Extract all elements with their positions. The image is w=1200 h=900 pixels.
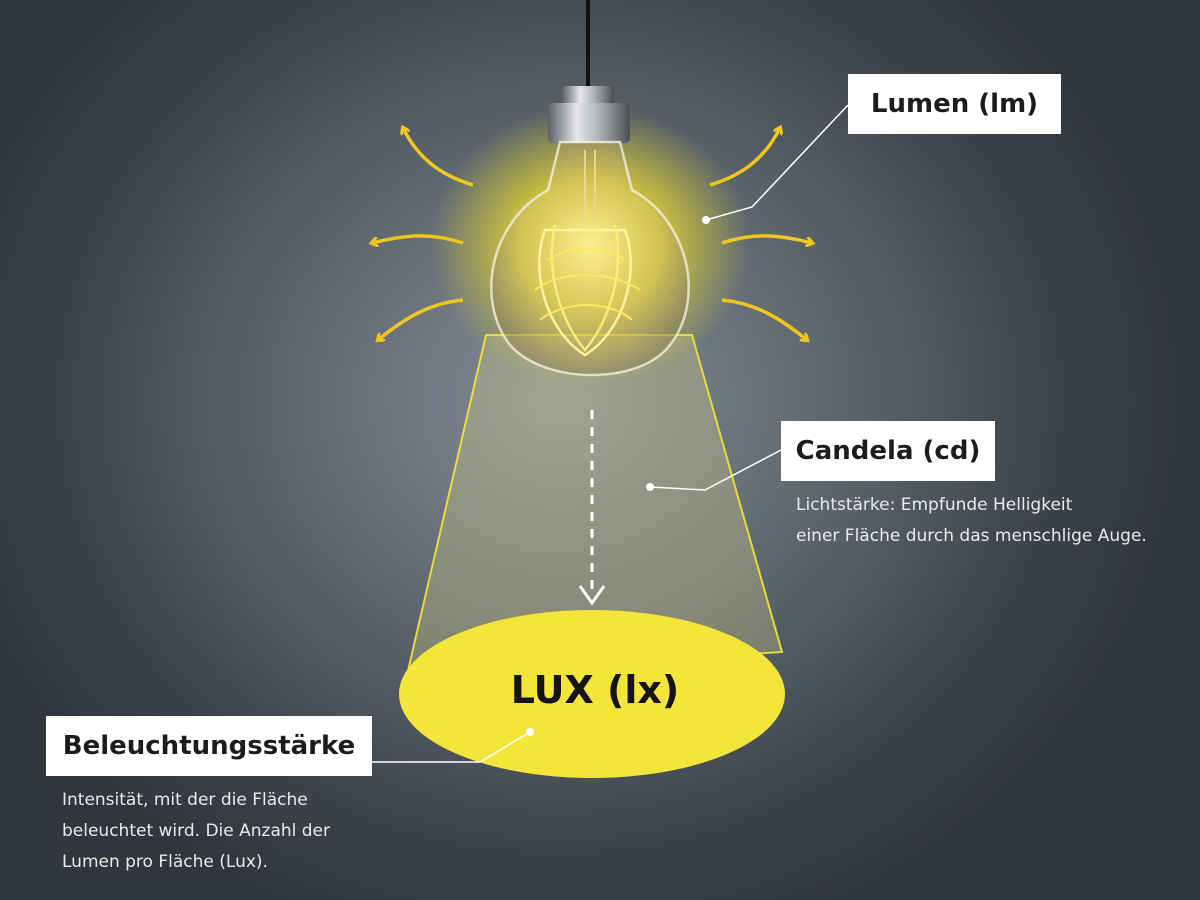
socket-top	[562, 86, 614, 104]
candela-desc-line: Lichtstärke: Empfunde Helligkeit	[796, 495, 1073, 515]
candela-dot	[646, 483, 654, 491]
arrow-icon	[372, 128, 812, 340]
candela-label: Candela (cd)	[781, 421, 995, 481]
beleuchtung-desc-line: Intensität, mit der die Fläche	[62, 790, 308, 810]
socket-body	[548, 103, 630, 143]
lux-title: LUX (lx)	[510, 668, 680, 712]
lumen-label: Lumen (lm)	[848, 74, 1061, 134]
candela-desc-line: einer Fläche durch das menschlige Auge.	[796, 526, 1147, 546]
lux-area	[399, 610, 785, 778]
beleuchtung-desc-line: beleuchtet wird. Die Anzahl der	[62, 821, 330, 841]
down-arrow-icon	[578, 410, 606, 606]
beleuchtung-description: Intensität, mit der die Fläche beleuchte…	[62, 785, 330, 878]
candela-description: Lichtstärke: Empfunde Helligkeit einer F…	[796, 490, 1147, 552]
lumen-dot	[702, 216, 710, 224]
lux-dot	[526, 728, 534, 736]
light-bulb-icon	[490, 140, 690, 377]
beleuchtung-desc-line: Lumen pro Fläche (Lux).	[62, 852, 268, 872]
leader-lines	[372, 104, 849, 763]
beleuchtung-label: Beleuchtungsstärke	[46, 716, 372, 776]
